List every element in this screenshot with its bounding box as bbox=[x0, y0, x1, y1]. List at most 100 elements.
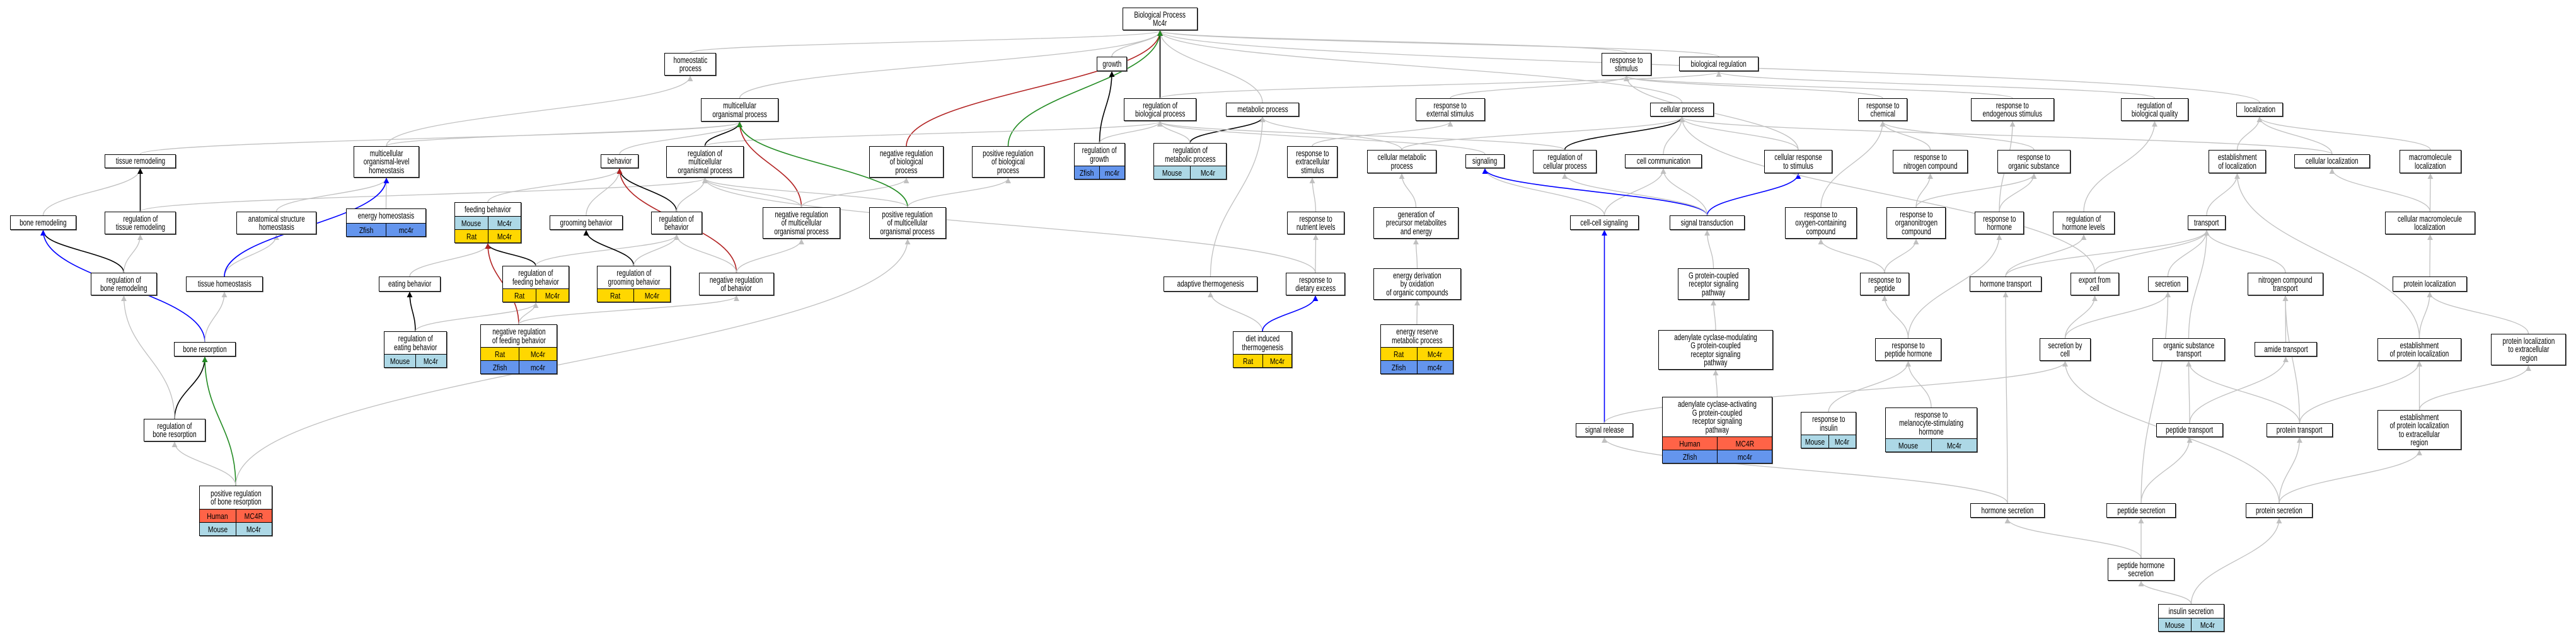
go-term-response-to-dietary-excess[interactable]: response to dietary excess bbox=[1286, 273, 1345, 295]
go-term-response-to-extracellular-stimulus[interactable]: response to extracellular stimulus bbox=[1287, 146, 1337, 178]
go-term-adenylate-cyclase-activating-g-protein-coupled-receptor-signaling-pathway[interactable]: adenylate cyclase-activating G protein-c… bbox=[1662, 397, 1772, 464]
go-term-behavior[interactable]: behavior bbox=[601, 154, 638, 168]
go-term-regulation-of-behavior[interactable]: regulation of behavior bbox=[651, 212, 702, 234]
go-term-response-to-chemical[interactable]: response to chemical bbox=[1858, 98, 1907, 121]
go-term-cellular-process[interactable]: cellular process bbox=[1650, 103, 1714, 117]
go-term-hormone-transport[interactable]: hormone transport bbox=[1970, 276, 2042, 292]
go-term-adenylate-cyclase-modulating-g-protein-coupled-receptor-signaling-pathway[interactable]: adenylate cyclase-modulating G protein-c… bbox=[1658, 330, 1773, 370]
go-term-response-to-nutrient-levels[interactable]: response to nutrient levels bbox=[1287, 212, 1344, 234]
go-term-multicellular-organismal-process[interactable]: multicellular organismal process bbox=[701, 98, 778, 122]
go-term-response-to-endogenous-stimulus[interactable]: response to endogenous stimulus bbox=[1971, 98, 2054, 121]
go-term-positive-regulation-of-multicellular-organismal-process[interactable]: positive regulation of multicellular org… bbox=[869, 207, 946, 239]
go-term-response-to-organonitrogen-compound[interactable]: response to organonitrogen compound bbox=[1886, 207, 1946, 239]
go-term-cellular-macromolecule-localization[interactable]: cellular macromolecule localization bbox=[2385, 212, 2475, 234]
go-term-energy-derivation-by-oxidation-of-organic-compounds[interactable]: energy derivation by oxidation of organi… bbox=[1373, 268, 1461, 300]
go-term-negative-regulation-of-behavior[interactable]: negative regulation of behavior bbox=[699, 273, 774, 295]
go-term-label: protein transport bbox=[2277, 425, 2323, 435]
go-term-grooming-behavior[interactable]: grooming behavior bbox=[550, 215, 623, 230]
go-term-protein-localization[interactable]: protein localization bbox=[2393, 276, 2467, 292]
go-term-transport[interactable]: transport bbox=[2188, 215, 2226, 230]
go-term-signaling[interactable]: signaling bbox=[1465, 154, 1505, 168]
go-term-establishment-of-protein-localization-to-extracellular-region[interactable]: establishment of protein localization to… bbox=[2377, 410, 2461, 450]
go-term-eating-behavior[interactable]: eating behavior bbox=[379, 276, 441, 292]
go-term-multicellular-organismal-level-homeostasis[interactable]: multicellular organismal-level homeostas… bbox=[354, 146, 419, 178]
go-term-biological-regulation[interactable]: biological regulation bbox=[1679, 57, 1759, 71]
go-term-peptide-hormone-secretion[interactable]: peptide hormone secretion bbox=[2108, 558, 2175, 581]
go-term-regulation-of-tissue-remodeling[interactable]: regulation of tissue remodeling bbox=[105, 212, 176, 234]
go-term-export-from-cell[interactable]: export from cell bbox=[2071, 273, 2119, 295]
go-term-label: bone resorption bbox=[183, 344, 227, 354]
go-term-localization[interactable]: localization bbox=[2236, 103, 2283, 117]
go-term-regulation-of-cellular-process[interactable]: regulation of cellular process bbox=[1533, 150, 1597, 173]
go-term-negative-regulation-of-multicellular-organismal-process[interactable]: negative regulation of multicellular org… bbox=[763, 207, 840, 239]
go-term-response-to-organic-substance[interactable]: response to organic substance bbox=[1997, 150, 2071, 173]
go-term-regulation-of-biological-process[interactable]: regulation of biological process bbox=[1124, 98, 1196, 121]
go-term-bone-remodeling[interactable]: bone remodeling bbox=[10, 215, 76, 230]
go-term-negative-regulation-of-biological-process[interactable]: negative regulation of biological proces… bbox=[869, 146, 944, 178]
go-term-cell-communication[interactable]: cell communication bbox=[1625, 154, 1702, 168]
go-term-label: response to melanocyte-stimulating hormo… bbox=[1898, 409, 1964, 436]
go-term-response-to-oxygen-containing-compound[interactable]: response to oxygen-containing compound bbox=[1785, 207, 1857, 239]
go-term-cell-cell-signaling[interactable]: cell-cell signaling bbox=[1570, 215, 1639, 230]
go-term-generation-of-precursor-metabolites-and-energy[interactable]: generation of precursor metabolites and … bbox=[1373, 207, 1458, 239]
go-term-cellular-localization[interactable]: cellular localization bbox=[2294, 154, 2370, 168]
go-term-response-to-peptide-hormone[interactable]: response to peptide hormone bbox=[1875, 338, 1941, 361]
go-term-signal-transduction[interactable]: signal transduction bbox=[1670, 215, 1745, 230]
go-term-tissue-remodeling[interactable]: tissue remodeling bbox=[105, 154, 176, 168]
edge-is-a bbox=[2418, 365, 2531, 411]
go-term-nitrogen-compound-transport[interactable]: nitrogen compound transport bbox=[2248, 273, 2323, 295]
go-term-cellular-response-to-stimulus[interactable]: cellular response to stimulus bbox=[1764, 150, 1832, 173]
go-term-g-protein-coupled-receptor-signaling-pathway[interactable]: G protein-coupled receptor signaling pat… bbox=[1678, 268, 1749, 300]
go-term-bone-resorption[interactable]: bone resorption bbox=[174, 342, 236, 356]
go-term-macromolecule-localization[interactable]: macromolecule localization bbox=[2400, 150, 2461, 173]
go-term-regulation-of-bone-remodeling[interactable]: regulation of bone remodeling bbox=[91, 273, 157, 295]
go-term-peptide-transport[interactable]: peptide transport bbox=[2156, 423, 2223, 437]
go-term-tissue-homeostasis[interactable]: tissue homeostasis bbox=[186, 276, 263, 292]
go-term-regulation-of-multicellular-organismal-process[interactable]: regulation of multicellular organismal p… bbox=[666, 146, 744, 178]
go-term-homeostatic-process[interactable]: homeostatic process bbox=[664, 53, 716, 76]
go-term-peptide-secretion[interactable]: peptide secretion bbox=[2106, 503, 2176, 518]
go-term-anatomical-structure-homeostasis[interactable]: anatomical structure homeostasis bbox=[236, 212, 316, 234]
go-term-adaptive-thermogenesis[interactable]: adaptive thermogenesis bbox=[1164, 276, 1257, 292]
go-term-response-to-peptide[interactable]: response to peptide bbox=[1860, 273, 1909, 295]
go-term-biological-process-mc4r[interactable]: Biological Process Mc4r bbox=[1123, 8, 1198, 30]
go-term-metabolic-process[interactable]: metabolic process bbox=[1226, 103, 1299, 117]
go-term-response-to-stimulus[interactable]: response to stimulus bbox=[1602, 53, 1651, 76]
go-term-amide-transport[interactable]: amide transport bbox=[2255, 342, 2317, 356]
gene-symbol-text: Mc4r bbox=[545, 290, 560, 300]
go-term-hormone-secretion[interactable]: hormone secretion bbox=[1970, 503, 2045, 518]
go-term-protein-transport[interactable]: protein transport bbox=[2267, 423, 2333, 437]
go-term-protein-localization-to-extracellular-region[interactable]: protein localization to extracellular re… bbox=[2491, 334, 2566, 365]
go-term-positive-regulation-of-biological-process[interactable]: positive regulation of biological proces… bbox=[972, 146, 1044, 178]
go-term-signal-release[interactable]: signal release bbox=[1576, 423, 1633, 437]
go-term-establishment-of-localization[interactable]: establishment of localization bbox=[2209, 150, 2266, 173]
go-term-regulation-of-hormone-levels[interactable]: regulation of hormone levels bbox=[2053, 212, 2115, 234]
go-term-response-to-external-stimulus[interactable]: response to external stimulus bbox=[1416, 98, 1485, 121]
go-term-secretion[interactable]: secretion bbox=[2148, 276, 2188, 292]
go-term-response-to-melanocyte-stimulating-hormone[interactable]: response to melanocyte-stimulating hormo… bbox=[1885, 407, 1977, 452]
go-term-response-to-hormone[interactable]: response to hormone bbox=[1975, 212, 2024, 234]
go-term-secretion-by-cell[interactable]: secretion by cell bbox=[2040, 338, 2091, 361]
go-term-cellular-metabolic-process[interactable]: cellular metabolic process bbox=[1367, 150, 1436, 173]
go-term-organic-substance-transport[interactable]: organic substance transport bbox=[2152, 338, 2225, 361]
go-term-establishment-of-protein-localization[interactable]: establishment of protein localization bbox=[2377, 338, 2461, 361]
edge-negatively-regulates bbox=[906, 30, 1163, 147]
go-term-regulation-of-biological-quality[interactable]: regulation of biological quality bbox=[2121, 98, 2188, 121]
go-term-protein-secretion[interactable]: protein secretion bbox=[2246, 503, 2313, 518]
go-term-growth[interactable]: growth bbox=[1097, 57, 1127, 71]
go-term-regulation-of-bone-resorption[interactable]: regulation of bone resorption bbox=[144, 419, 205, 441]
go-term-response-to-nitrogen-compound[interactable]: response to nitrogen compound bbox=[1893, 150, 1968, 173]
